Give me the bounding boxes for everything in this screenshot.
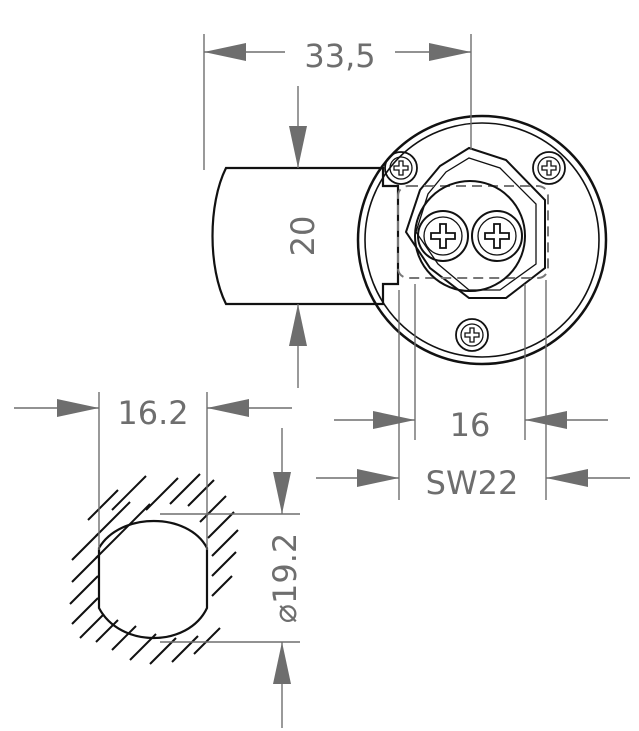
pin-screw-left [417, 210, 469, 262]
dimension-cutout-diameter: ⌀19.2 [160, 428, 304, 728]
lock-front-view [211, 114, 608, 366]
cam-dashed-outline [397, 185, 549, 279]
hex-nut [404, 146, 546, 299]
label-wrench-size: SW22 [426, 464, 519, 502]
label-tongue-height: 20 [284, 216, 322, 257]
mounting-screw-right [532, 151, 566, 185]
lock-tongue [211, 166, 400, 306]
cutout-profile-shape [97, 520, 209, 639]
mounting-screw-left [384, 151, 418, 185]
dimension-cutout-width: 16.2 [14, 392, 292, 550]
label-width-total: 33,5 [304, 37, 375, 75]
dimension-wrench-size: SW22 [316, 280, 630, 502]
lock-body-outer-ring [356, 114, 608, 366]
dimension-tongue-height: 20 [284, 86, 322, 388]
label-cam-width: 16 [450, 406, 491, 444]
label-cutout-diameter: ⌀19.2 [266, 533, 304, 624]
mounting-screw-bottom [455, 318, 489, 352]
label-cutout-width: 16.2 [117, 394, 188, 432]
cutout-profile-view [69, 473, 239, 665]
hatching [69, 473, 239, 665]
pin-screw-right [471, 210, 523, 262]
dimension-width-total: 33,5 [203, 34, 472, 170]
cylinder-core [414, 180, 526, 292]
lock-body-inner-ring [364, 122, 600, 358]
